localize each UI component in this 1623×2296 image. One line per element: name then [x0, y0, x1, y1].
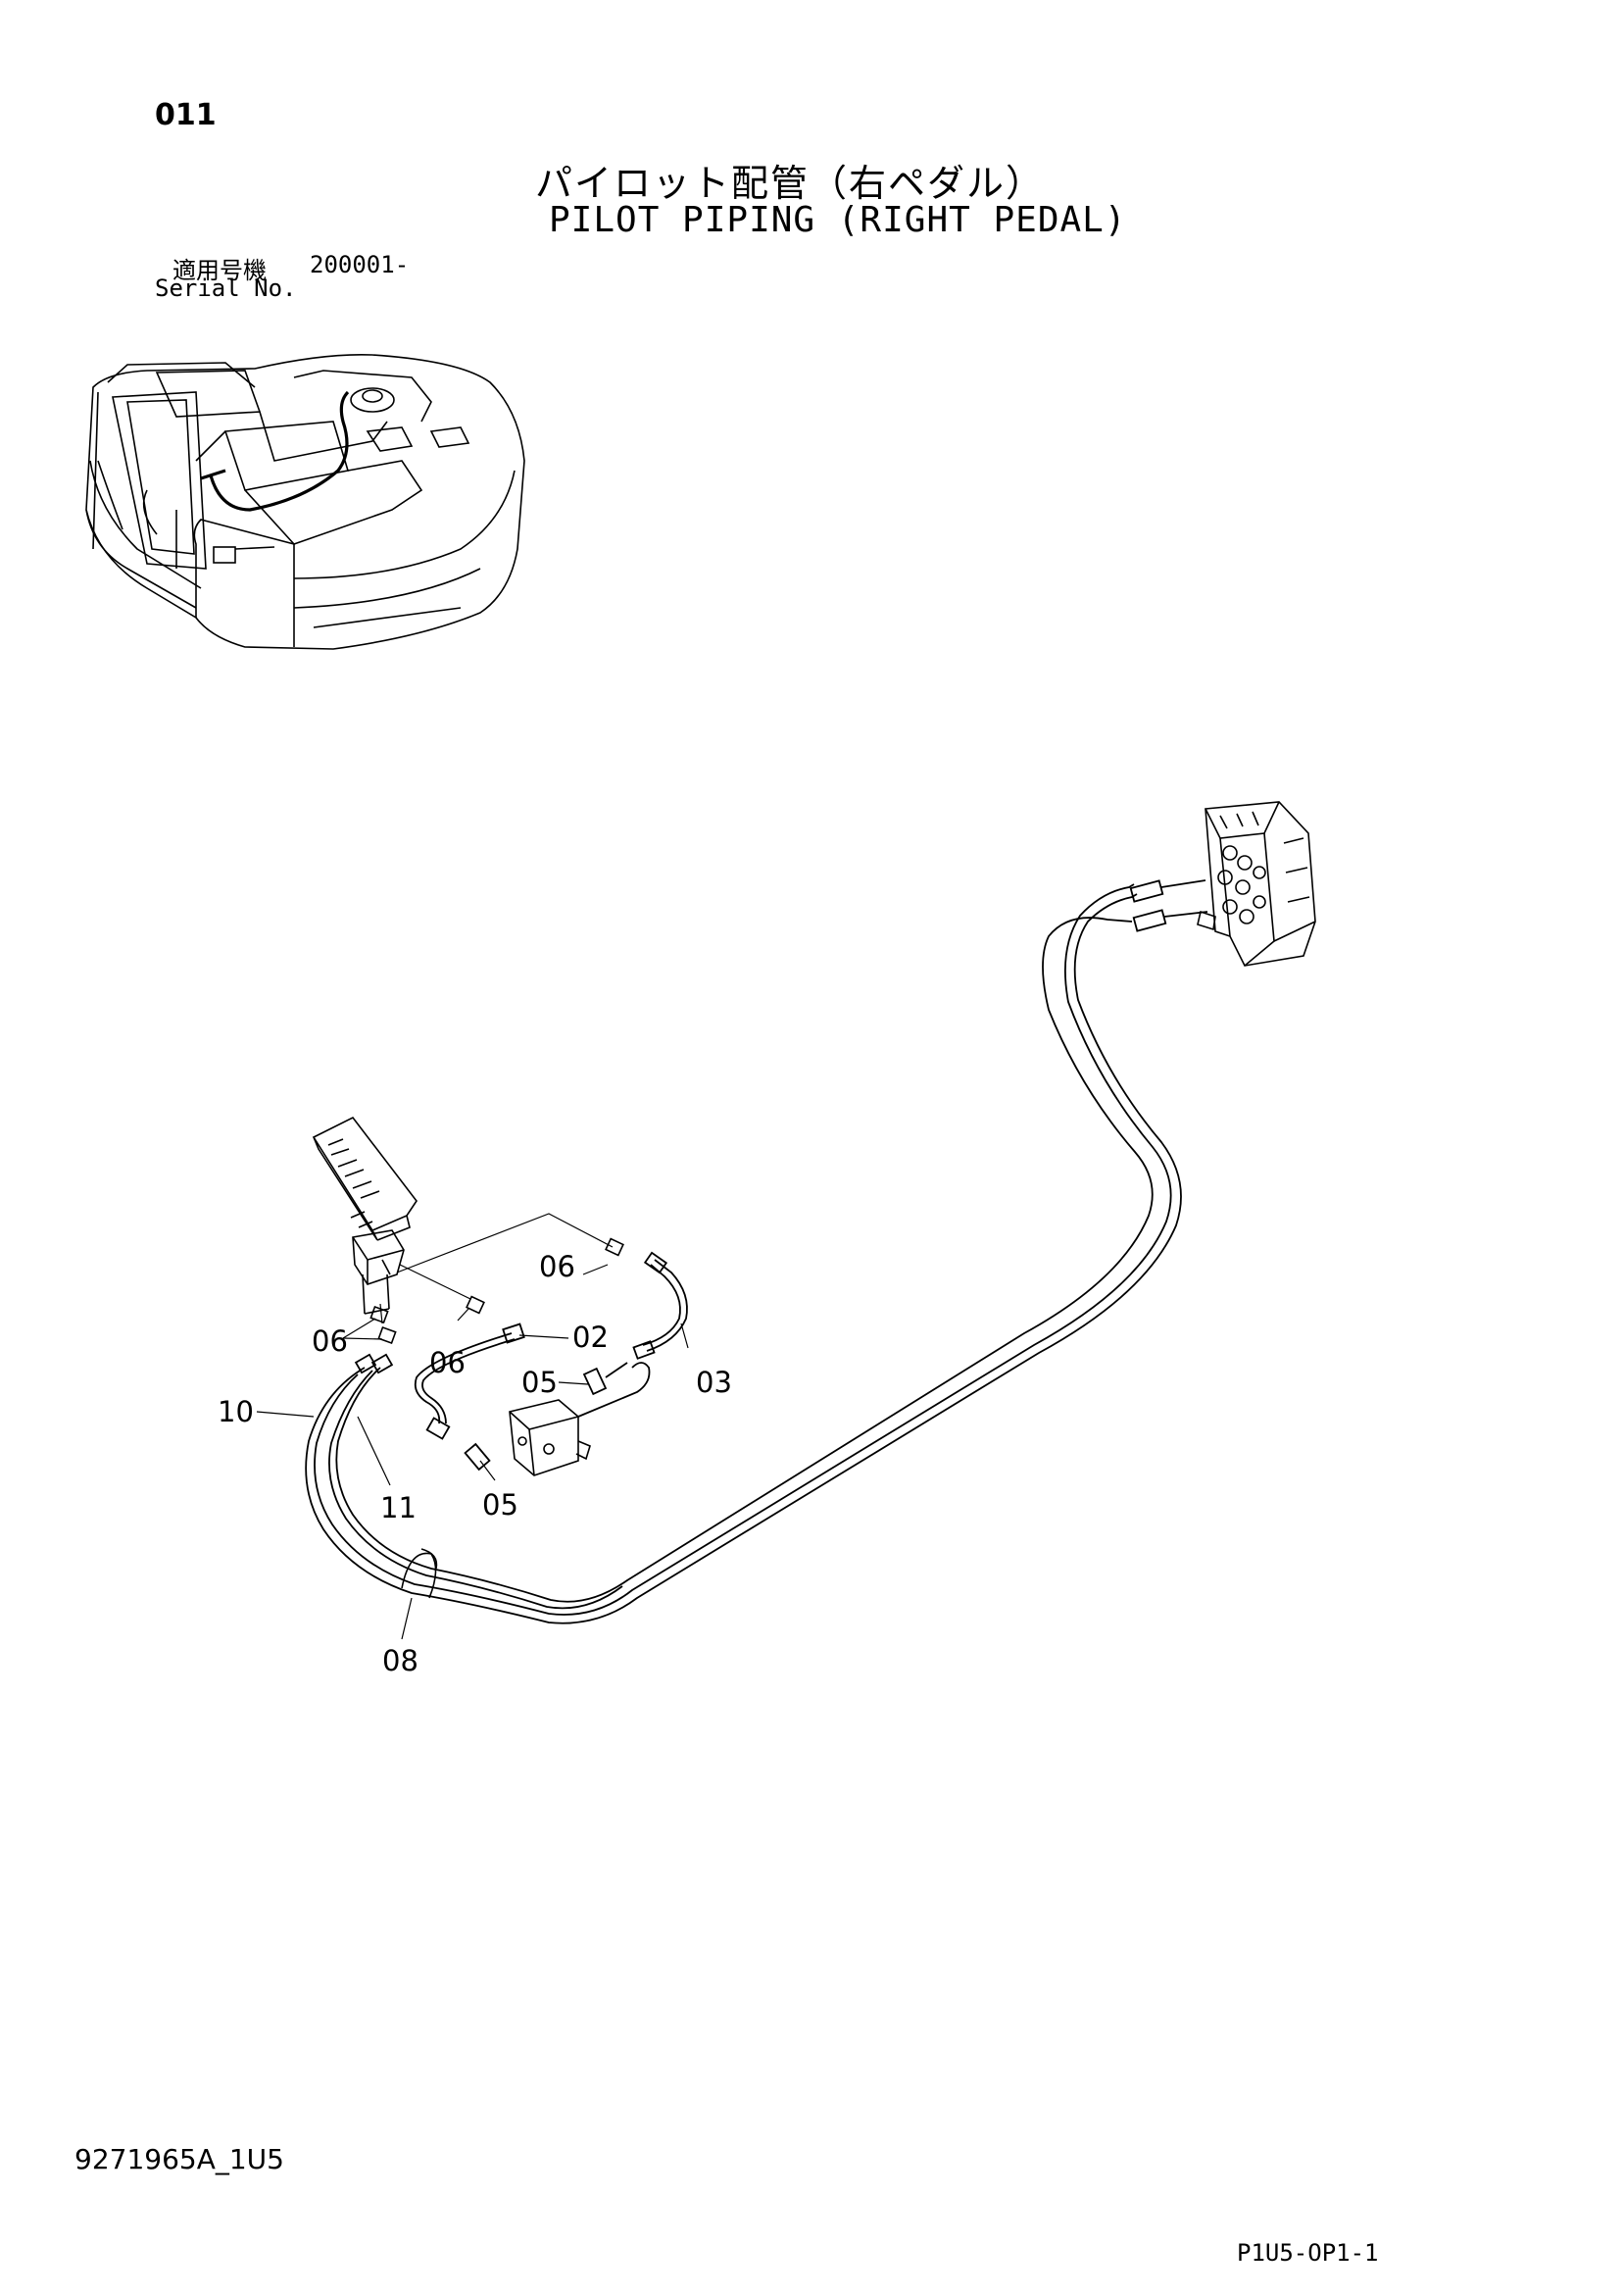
callout-11: 11	[380, 1491, 417, 1524]
serial-label-english: Serial No.	[155, 275, 297, 302]
callout-02: 02	[572, 1321, 609, 1354]
title-english: PILOT PIPING (RIGHT PEDAL)	[549, 200, 1127, 240]
clamp-08-drawing	[401, 1548, 438, 1599]
callout-05-lower: 05	[482, 1488, 518, 1522]
document-code: 9271965A_1U5	[74, 2143, 284, 2175]
callout-03: 03	[696, 1366, 732, 1399]
control-valve-drawing	[1197, 801, 1316, 967]
callout-08: 08	[382, 1644, 418, 1677]
leader-lines	[379, 1213, 614, 1324]
page-reference: P1U5-OP1-1	[1237, 2239, 1379, 2267]
fittings-06	[369, 1237, 624, 1345]
callout-06-middle: 06	[429, 1346, 466, 1379]
pilot-hoses	[305, 879, 1208, 1624]
callout-06-upper: 06	[539, 1250, 575, 1283]
serial-label-japanese: 適用号機	[172, 257, 267, 284]
callout-05-upper: 05	[521, 1366, 558, 1399]
machine-overview-drawing	[85, 353, 525, 650]
title-japanese: パイロット配管（右ペダル）	[535, 162, 1046, 205]
callout-06-left: 06	[312, 1324, 348, 1358]
serial-number-value: 200001-	[310, 251, 410, 278]
callout-leaders	[256, 1264, 689, 1640]
callout-labels: 06 06 06 02 03 05 05 10 11 08	[218, 1250, 732, 1677]
callout-10: 10	[218, 1395, 254, 1428]
page-number: 011	[155, 98, 217, 132]
shuttle-valve-drawing	[509, 1399, 591, 1476]
right-pedal-drawing	[312, 1116, 418, 1315]
